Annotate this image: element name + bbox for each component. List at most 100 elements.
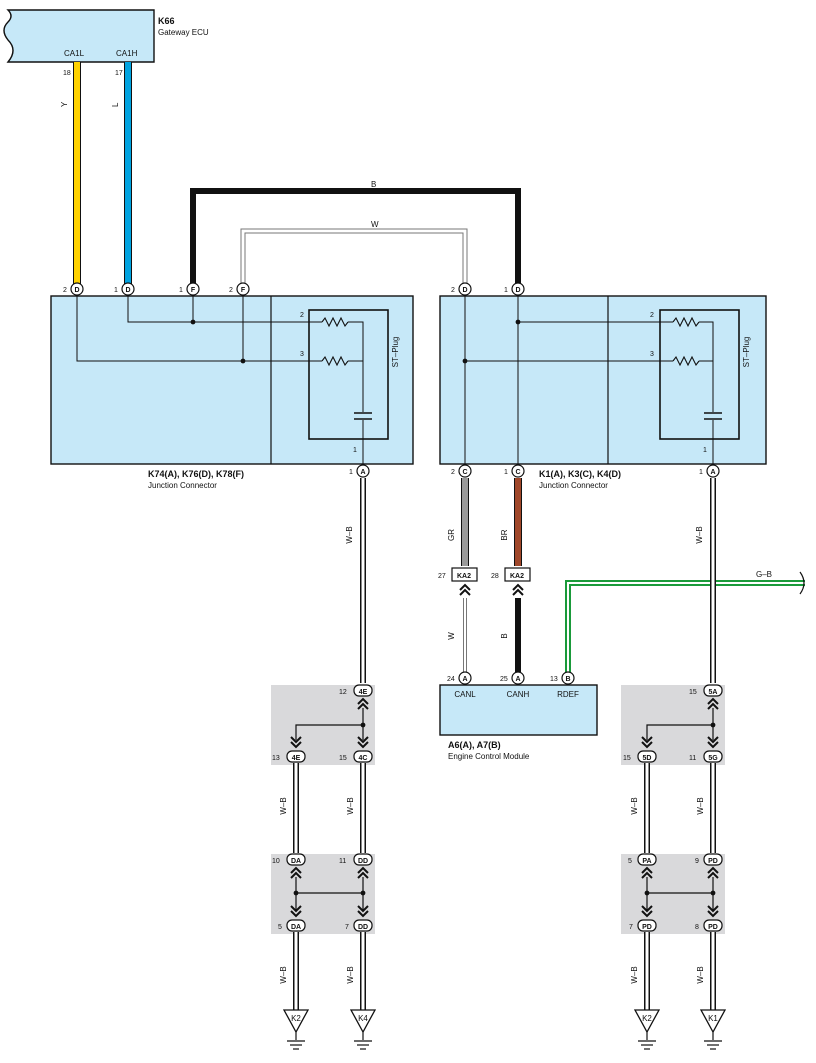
- svg-text:W–B: W–B: [696, 797, 705, 814]
- svg-text:11: 11: [339, 858, 346, 865]
- ka2-connector-h: KA2 28: [491, 567, 531, 596]
- svg-text:2: 2: [229, 287, 233, 294]
- ground-k1: K1: [699, 1009, 727, 1050]
- pin-d1-left: D1: [114, 282, 135, 296]
- gateway-code: K66: [158, 16, 175, 26]
- svg-text:BR: BR: [500, 529, 509, 540]
- jcr-r3-num: 3: [650, 351, 654, 358]
- svg-text:G–B: G–B: [756, 570, 772, 579]
- svg-text:Engine Control Module: Engine Control Module: [448, 752, 530, 761]
- ka2-connector-l: KA2 27: [438, 567, 478, 596]
- svg-text:A6(A), A7(B): A6(A), A7(B): [448, 740, 501, 750]
- svg-text:PD: PD: [642, 924, 652, 931]
- ground-k2-right: K2: [633, 1009, 661, 1050]
- svg-text:W: W: [447, 632, 456, 640]
- wire-b-top: B: [190, 180, 521, 285]
- svg-text:D: D: [462, 287, 467, 294]
- svg-text:A: A: [515, 676, 520, 683]
- svg-text:KA2: KA2: [510, 573, 524, 580]
- ground-k4: K4: [349, 1009, 377, 1050]
- svg-text:A: A: [360, 469, 365, 476]
- svg-text:5G: 5G: [708, 755, 718, 762]
- svg-text:F: F: [191, 287, 196, 294]
- pin-a1-left: A1: [349, 464, 370, 478]
- svg-text:A: A: [710, 469, 715, 476]
- jcl-r3-num: 3: [300, 351, 304, 358]
- svg-text:CANH: CANH: [507, 690, 530, 699]
- svg-text:A: A: [462, 676, 467, 683]
- svg-text:4E: 4E: [359, 689, 368, 696]
- wire-w-top: W: [240, 220, 468, 285]
- svg-text:1: 1: [114, 287, 118, 294]
- svg-text:W–B: W–B: [695, 526, 704, 543]
- pin-f1-left: F1: [179, 282, 200, 296]
- svg-text:12: 12: [339, 689, 347, 696]
- st-plug-left-label: ST–Plug: [391, 337, 400, 368]
- svg-text:7: 7: [345, 924, 349, 931]
- wire-wb-left-trunk: W–B: [345, 478, 366, 683]
- svg-text:PA: PA: [642, 858, 651, 865]
- pin-ca1h-label: CA1H: [116, 49, 138, 58]
- wire-w-canl: W: [447, 598, 467, 672]
- svg-text:1: 1: [504, 469, 508, 476]
- svg-text:4E: 4E: [292, 755, 301, 762]
- svg-text:W–B: W–B: [279, 966, 288, 983]
- wire-w-label: W: [371, 220, 379, 229]
- svg-text:5A: 5A: [709, 689, 718, 696]
- svg-text:W–B: W–B: [630, 966, 639, 983]
- connector-bottom-pins: A1 C2 C1 A1: [349, 464, 720, 478]
- wire-l-label: L: [111, 102, 120, 107]
- pin-17-num: 17: [115, 70, 123, 77]
- svg-text:RDEF: RDEF: [557, 690, 579, 699]
- svg-text:W–B: W–B: [696, 966, 705, 983]
- junction-connector-left: ST–Plug 2 3 1 K74(A), K76(D), K78(F) Jun…: [50, 295, 414, 490]
- svg-text:F: F: [241, 287, 246, 294]
- pin-c1-right: C1: [504, 464, 525, 478]
- wire-wb-j2-ground: W–B W–B: [279, 932, 366, 1010]
- pin-d1-right: D1: [504, 282, 525, 296]
- wire-l: L: [111, 62, 132, 285]
- jcl-r2-num: 2: [300, 312, 304, 319]
- svg-text:CANL: CANL: [454, 690, 476, 699]
- jcl-code: K74(A), K76(D), K78(F): [148, 469, 244, 479]
- svg-text:27: 27: [438, 573, 446, 580]
- svg-text:DD: DD: [358, 924, 368, 931]
- svg-text:PD: PD: [708, 858, 718, 865]
- svg-text:1: 1: [349, 469, 353, 476]
- svg-text:1: 1: [179, 287, 183, 294]
- svg-text:B: B: [565, 676, 570, 683]
- jcr-code: K1(A), K3(C), K4(D): [539, 469, 621, 479]
- svg-text:4C: 4C: [359, 755, 368, 762]
- svg-text:K1: K1: [708, 1014, 718, 1023]
- pin-d2-left: D2: [63, 282, 84, 296]
- svg-text:GR: GR: [447, 529, 456, 541]
- st-plug-right-label: ST–Plug: [742, 337, 751, 368]
- wire-gb: G–B: [565, 570, 805, 672]
- wire-b-canh: B: [500, 598, 521, 672]
- svg-text:W–B: W–B: [630, 797, 639, 814]
- svg-text:13: 13: [272, 755, 280, 762]
- svg-text:D: D: [515, 287, 520, 294]
- wire-y-label: Y: [60, 101, 69, 107]
- splice-j4: PA5 PD9 PD7 PD8: [621, 853, 725, 934]
- wire-br: BR: [500, 478, 522, 566]
- svg-text:10: 10: [272, 858, 280, 865]
- svg-text:5D: 5D: [643, 755, 652, 762]
- svg-text:2: 2: [451, 469, 455, 476]
- svg-text:2: 2: [63, 287, 67, 294]
- svg-text:15: 15: [623, 755, 631, 762]
- wire-gr: GR: [447, 478, 469, 566]
- svg-text:K4: K4: [358, 1014, 368, 1023]
- svg-text:B: B: [500, 633, 509, 638]
- jcl-name: Junction Connector: [148, 481, 217, 490]
- svg-text:8: 8: [695, 924, 699, 931]
- svg-text:W–B: W–B: [279, 797, 288, 814]
